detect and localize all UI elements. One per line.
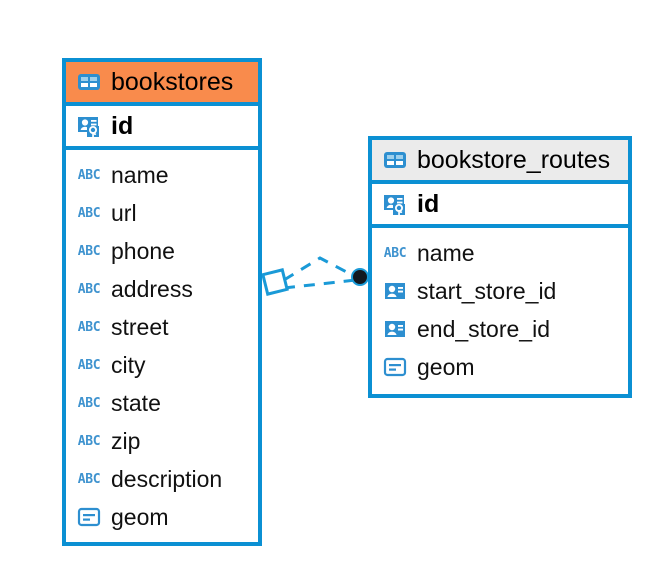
field-label: state bbox=[111, 389, 161, 416]
abc-text-icon: ABC bbox=[77, 395, 101, 411]
field-label: name bbox=[417, 239, 475, 266]
field-label: url bbox=[111, 199, 137, 226]
primary-key-icon bbox=[382, 191, 408, 217]
field-label: geom bbox=[417, 353, 475, 380]
abc-text-icon: ABC bbox=[77, 471, 101, 487]
table-icon bbox=[76, 69, 102, 95]
entity-header-bookstore-routes[interactable]: bookstore_routes bbox=[372, 140, 628, 184]
field-row[interactable]: ABC zip bbox=[66, 422, 258, 460]
field-row[interactable]: ABC street bbox=[66, 308, 258, 346]
abc-text-icon: ABC bbox=[77, 205, 101, 221]
field-row[interactable]: ABC description bbox=[66, 460, 258, 498]
abc-text-icon: ABC bbox=[77, 433, 101, 449]
field-label: end_store_id bbox=[417, 315, 550, 342]
abc-text-icon: ABC bbox=[77, 357, 101, 373]
field-label: address bbox=[111, 275, 193, 302]
primary-key-label: id bbox=[417, 189, 440, 218]
field-row[interactable]: ABC name bbox=[372, 234, 628, 272]
field-row[interactable]: ABC name bbox=[66, 156, 258, 194]
field-label: phone bbox=[111, 237, 175, 264]
abc-text-icon: ABC bbox=[77, 319, 101, 335]
field-label: street bbox=[111, 313, 169, 340]
abc-text-icon: ABC bbox=[383, 245, 407, 261]
primary-key-row[interactable]: id bbox=[66, 106, 258, 150]
field-row[interactable]: ABC state bbox=[66, 384, 258, 422]
field-row[interactable]: start_store_id bbox=[372, 272, 628, 310]
field-row[interactable]: geom bbox=[66, 498, 258, 536]
diamond-endpoint bbox=[261, 268, 289, 296]
foreign-key-icon bbox=[382, 316, 408, 342]
relationship-branch-upper bbox=[283, 256, 357, 282]
field-row[interactable]: ABC phone bbox=[66, 232, 258, 270]
field-row[interactable]: geom bbox=[372, 348, 628, 386]
primary-key-label: id bbox=[111, 111, 134, 140]
field-row[interactable]: ABC url bbox=[66, 194, 258, 232]
field-row[interactable]: end_store_id bbox=[372, 310, 628, 348]
field-list: ABC name ABC url ABC phone ABC address A… bbox=[66, 150, 258, 542]
abc-text-icon: ABC bbox=[77, 167, 101, 183]
entity-title: bookstore_routes bbox=[417, 145, 611, 174]
field-row[interactable]: ABC address bbox=[66, 270, 258, 308]
field-label: description bbox=[111, 465, 223, 492]
field-label: zip bbox=[111, 427, 141, 454]
filled-circle-endpoint bbox=[351, 268, 369, 286]
field-list: ABC name start_store_id bbox=[372, 228, 628, 392]
table-icon bbox=[382, 147, 408, 173]
geometry-field-icon bbox=[76, 504, 102, 530]
primary-key-row[interactable]: id bbox=[372, 184, 628, 228]
primary-key-icon bbox=[76, 113, 102, 139]
entity-table-bookstore-routes[interactable]: bookstore_routes id ABC bbox=[368, 136, 632, 398]
field-label: city bbox=[111, 351, 146, 378]
foreign-key-icon bbox=[382, 278, 408, 304]
field-label: start_store_id bbox=[417, 277, 557, 304]
geometry-field-icon bbox=[382, 354, 408, 380]
abc-text-icon: ABC bbox=[77, 281, 101, 297]
abc-text-icon: ABC bbox=[77, 243, 101, 259]
entity-table-bookstores[interactable]: bookstores id ABC bbox=[62, 58, 262, 546]
field-row[interactable]: ABC city bbox=[66, 346, 258, 384]
field-label: geom bbox=[111, 503, 169, 530]
field-label: name bbox=[111, 161, 169, 188]
relationship-branch-lower bbox=[283, 278, 357, 290]
entity-header-bookstores[interactable]: bookstores bbox=[66, 62, 258, 106]
entity-title: bookstores bbox=[111, 67, 234, 96]
